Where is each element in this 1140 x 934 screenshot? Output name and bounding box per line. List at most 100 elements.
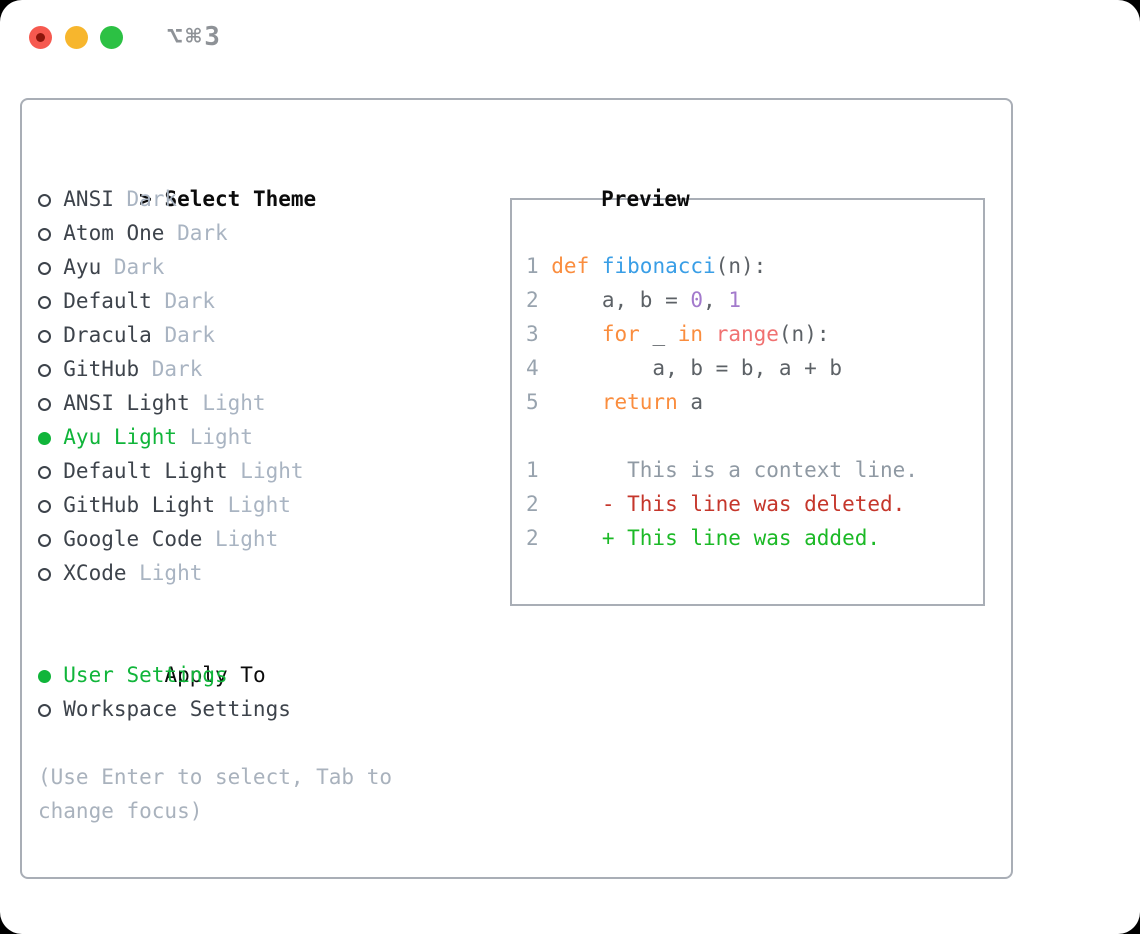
- theme-variant-tag: Dark: [164, 323, 216, 347]
- theme-variant-tag: Light: [240, 459, 304, 483]
- theme-option-label: ANSI Light: [63, 391, 190, 415]
- window-title: ⌥⌘3: [167, 22, 223, 52]
- theme-variant-tag: Dark: [177, 221, 228, 245]
- line-number: 3: [526, 322, 539, 346]
- spacer: [38, 590, 418, 624]
- select-theme-header-row: > Select Theme: [38, 148, 418, 211]
- theme-option-label: Google Code: [63, 527, 203, 551]
- help-text: (Use Enter to select, Tab to change focu…: [38, 765, 393, 823]
- line-content: + This line was added.: [551, 526, 881, 550]
- theme-option-google-code[interactable]: Google Code Light: [38, 522, 418, 556]
- theme-option-ansi-light[interactable]: ANSI Light Light: [38, 386, 418, 420]
- line-number: 1: [526, 254, 539, 278]
- line-content: a, b = 0, 1: [551, 288, 741, 312]
- theme-option-ayu-light[interactable]: Ayu Light Light: [38, 420, 418, 454]
- theme-variant-tag: Light: [202, 391, 266, 415]
- theme-option-label: XCode: [63, 561, 127, 585]
- line-number: 4: [526, 356, 539, 380]
- titlebar: ⌥⌘3: [0, 0, 1140, 76]
- theme-variant-tag: Light: [227, 493, 291, 517]
- line-content: return a: [601, 390, 704, 414]
- theme-option-atom-one[interactable]: Atom One Dark: [38, 216, 418, 250]
- radio-unselected-icon: [38, 454, 63, 488]
- theme-option-dracula[interactable]: Dracula Dark: [38, 318, 418, 352]
- line-content: This is a context line.: [551, 458, 918, 482]
- theme-variant-tag: Dark: [126, 187, 178, 211]
- preview-line-code-3: 4 a, b = b, a + b: [526, 351, 983, 385]
- selection-cursor-icon: >: [139, 187, 152, 211]
- radio-selected-icon: [38, 658, 63, 692]
- line-number: 2: [526, 288, 539, 312]
- preview-line-diff-context-6: 1 This is a context line.: [526, 453, 983, 487]
- radio-unselected-icon: [38, 692, 63, 726]
- theme-option-github[interactable]: GitHub Dark: [38, 352, 418, 386]
- apply-option-user-settings[interactable]: User Settings: [38, 658, 418, 692]
- apply-option-label: Workspace Settings: [63, 697, 291, 721]
- line-number: 2: [526, 526, 539, 550]
- radio-unselected-icon: [38, 556, 63, 590]
- radio-selected-icon: [38, 420, 63, 454]
- preview-line-code-1: 2 a, b = 0, 1: [526, 283, 983, 317]
- select-theme-title: Select Theme: [164, 187, 317, 211]
- line-content: def fibonacci(n):: [551, 254, 767, 278]
- theme-option-label: Dracula: [63, 323, 152, 347]
- theme-variant-tag: Dark: [151, 357, 203, 381]
- theme-option-ansi[interactable]: ANSI Dark: [38, 182, 418, 216]
- theme-variant-tag: Light: [139, 561, 203, 585]
- radio-unselected-icon: [38, 386, 63, 420]
- line-number: 1: [526, 458, 539, 482]
- radio-unselected-icon: [38, 182, 63, 216]
- theme-option-label: Default: [63, 289, 152, 313]
- theme-variant-tag: Light: [215, 527, 279, 551]
- line-number: 2: [526, 492, 539, 516]
- radio-unselected-icon: [38, 488, 63, 522]
- theme-option-label: Ayu Light: [63, 425, 178, 449]
- spacer: [38, 726, 418, 760]
- radio-unselected-icon: [38, 352, 63, 386]
- preview-line-diff-added-8: 2 + This line was added.: [526, 521, 983, 555]
- radio-unselected-icon: [38, 250, 63, 284]
- preview-title: Preview: [601, 187, 690, 211]
- maximize-button[interactable]: [100, 26, 123, 49]
- radio-unselected-icon: [38, 522, 63, 556]
- apply-to-header-row: Apply To: [38, 624, 418, 687]
- line-content: for _ in range(n):: [601, 322, 830, 346]
- radio-unselected-icon: [38, 216, 63, 250]
- theme-option-xcode[interactable]: XCode Light: [38, 556, 418, 590]
- radio-unselected-icon: [38, 318, 63, 352]
- theme-option-label: GitHub Light: [63, 493, 215, 517]
- apply-to-title: Apply To: [164, 663, 266, 687]
- theme-option-label: Ayu: [63, 255, 102, 279]
- minimize-button[interactable]: [65, 26, 88, 49]
- theme-option-label: Atom One: [63, 221, 165, 245]
- theme-option-github-light[interactable]: GitHub Light Light: [38, 488, 418, 522]
- preview-line-diff-deleted-7: 2 - This line was deleted.: [526, 487, 983, 521]
- preview-line-code-4: 5 return a: [526, 385, 983, 419]
- apply-option-workspace-settings[interactable]: Workspace Settings: [38, 692, 418, 726]
- close-button[interactable]: [29, 26, 52, 49]
- apply-option-label: User Settings: [63, 663, 228, 687]
- radio-unselected-icon: [38, 284, 63, 318]
- line-content: - This line was deleted.: [551, 492, 906, 516]
- theme-option-label: Default Light: [63, 459, 228, 483]
- line-content: a, b = b, a + b: [551, 356, 843, 380]
- theme-option-default-light[interactable]: Default Light Light: [38, 454, 418, 488]
- theme-option-label: ANSI: [63, 187, 114, 211]
- preview-line-code-2: 3 for _ in range(n):: [526, 317, 983, 351]
- preview-header-row: Preview: [500, 148, 985, 211]
- preview-line-blank-5: [526, 419, 983, 453]
- preview-line-code-0: 1 def fibonacci(n):: [526, 249, 983, 283]
- theme-option-label: GitHub: [63, 357, 140, 381]
- theme-variant-tag: Light: [189, 425, 253, 449]
- close-button-dot-icon: [36, 33, 45, 42]
